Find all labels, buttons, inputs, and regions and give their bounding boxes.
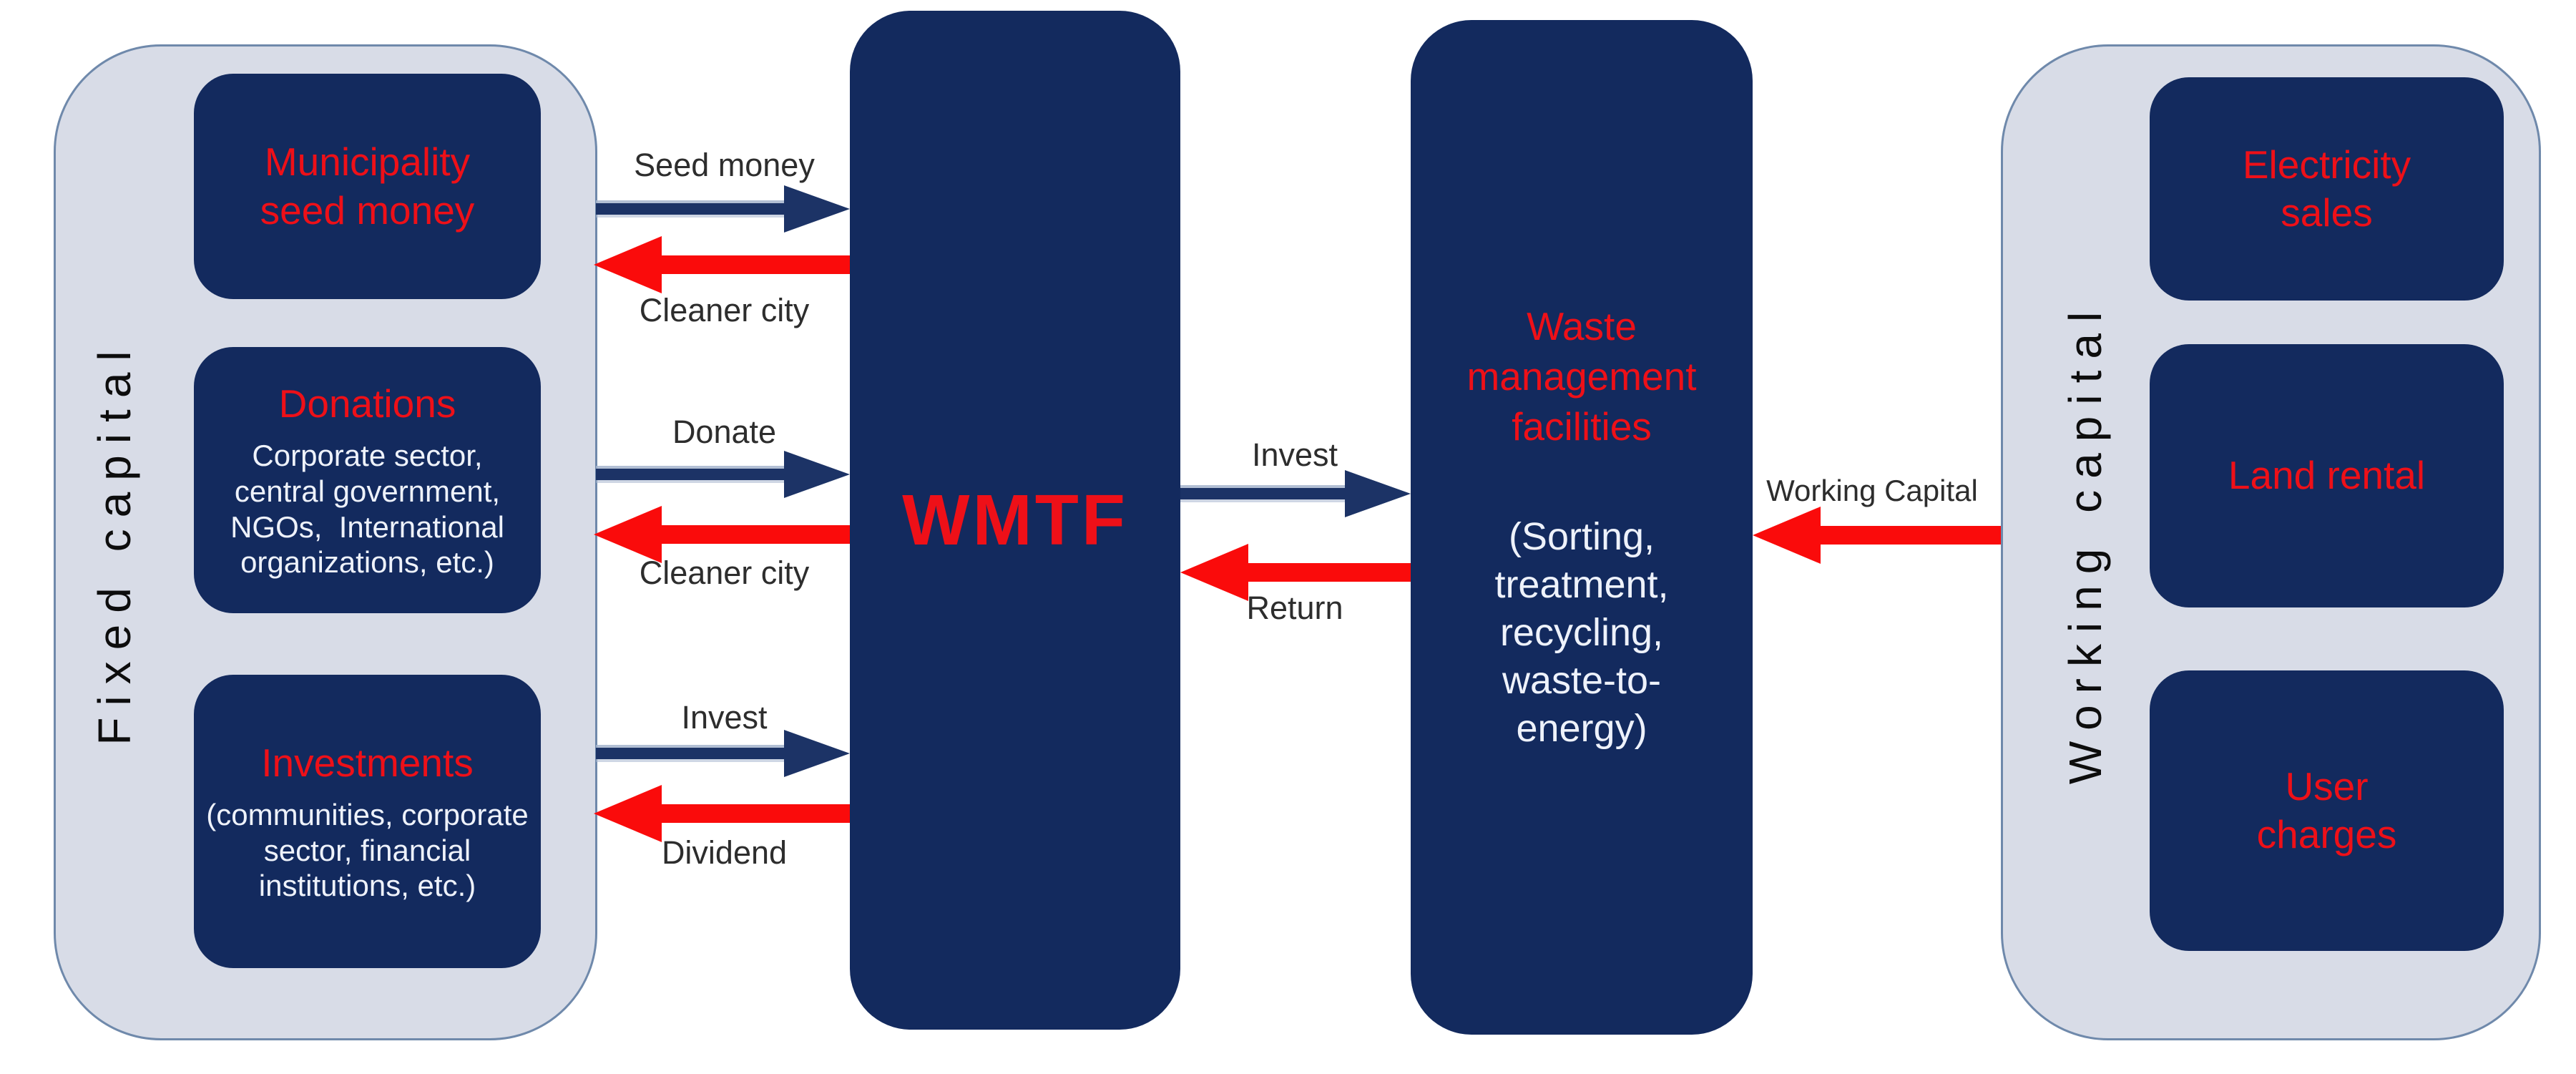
- municipality-seed-money-title: Municipality seed money: [260, 140, 475, 233]
- working-capital-flow-label: Working Capital: [1766, 474, 1978, 507]
- electricity-sales-title: Electricity sales: [2242, 142, 2411, 235]
- arrow-shaft: [596, 203, 793, 215]
- donations-subtitle: Corporate sector, central government, NG…: [230, 439, 513, 580]
- donations-title: Donations: [278, 381, 456, 426]
- facilities-title: Waste management facilities: [1466, 304, 1697, 449]
- investments-subtitle: (communities, corporate sector, financia…: [206, 798, 537, 903]
- working-capital-arrow-icon: [1753, 503, 2001, 567]
- land-rental-box: Land rental: [2150, 344, 2504, 607]
- investments-box: Investments (communities, corporate sect…: [194, 675, 541, 968]
- fixed-capital-panel: Fixed capital Municipality seed money Do…: [54, 44, 597, 1040]
- wmtf-title: WMTF: [902, 479, 1128, 560]
- arrow-shaft: [651, 255, 850, 274]
- arrow-head: [1753, 507, 1821, 564]
- invest-wmtf-arrow-icon: [1180, 469, 1411, 519]
- dividend-arrow-icon: [594, 781, 850, 846]
- arrow-head: [594, 506, 662, 563]
- arrow-head: [784, 730, 850, 777]
- invest-fixed-arrow-icon: [596, 728, 850, 778]
- seed-money-label: Seed money: [634, 147, 815, 183]
- user-charges-title: User charges: [2256, 763, 2397, 856]
- land-rental-title: Land rental: [2228, 453, 2426, 498]
- electricity-sales-box: Electricity sales: [2150, 77, 2504, 301]
- donations-box: Donations Corporate sector, central gove…: [194, 347, 541, 613]
- investments-title: Investments: [261, 741, 474, 786]
- arrow-head: [784, 185, 850, 233]
- donate-arrow-icon: [596, 449, 850, 499]
- cleaner-city-bottom-label: Cleaner city: [639, 555, 810, 591]
- arrow-head: [784, 451, 850, 498]
- return-label: Return: [1246, 590, 1343, 626]
- arrow-head: [594, 785, 662, 842]
- dividend-label: Dividend: [661, 834, 788, 871]
- arrow-shaft: [1810, 526, 2001, 545]
- arrow-shaft: [596, 748, 793, 759]
- seed-money-arrow-icon: [596, 184, 850, 234]
- arrow-shaft: [596, 469, 793, 480]
- arrow-head: [1345, 470, 1411, 517]
- invest-wmtf-label: Invest: [1251, 436, 1338, 473]
- user-charges-box: User charges: [2150, 670, 2504, 951]
- municipality-seed-money-box: Municipality seed money: [194, 74, 541, 299]
- arrow-shaft: [1180, 488, 1353, 499]
- fixed-capital-label: Fixed capital: [89, 339, 140, 746]
- return-arrow-icon: [1180, 540, 1411, 605]
- waste-management-facilities-box: Waste management facilities (Sorting, tr…: [1411, 20, 1753, 1035]
- arrow-shaft: [651, 804, 850, 823]
- wmtf-box: WMTF: [850, 11, 1180, 1030]
- donate-label: Donate: [672, 414, 777, 450]
- cleaner-city-bottom-arrow-icon: [594, 502, 850, 567]
- invest-fixed-label: Invest: [681, 699, 768, 736]
- working-capital-label: Working capital: [2060, 300, 2111, 785]
- arrow-shaft: [1238, 563, 1411, 582]
- arrow-head: [594, 236, 662, 293]
- working-capital-panel: Working capital Electricity sales Land r…: [2001, 44, 2541, 1040]
- cleaner-city-top-label: Cleaner city: [639, 292, 810, 328]
- cleaner-city-top-arrow-icon: [594, 233, 850, 297]
- facilities-subtitle: (Sorting, treatment, recycling, waste-to…: [1494, 514, 1669, 750]
- arrow-shaft: [651, 525, 850, 544]
- arrow-head: [1180, 544, 1248, 601]
